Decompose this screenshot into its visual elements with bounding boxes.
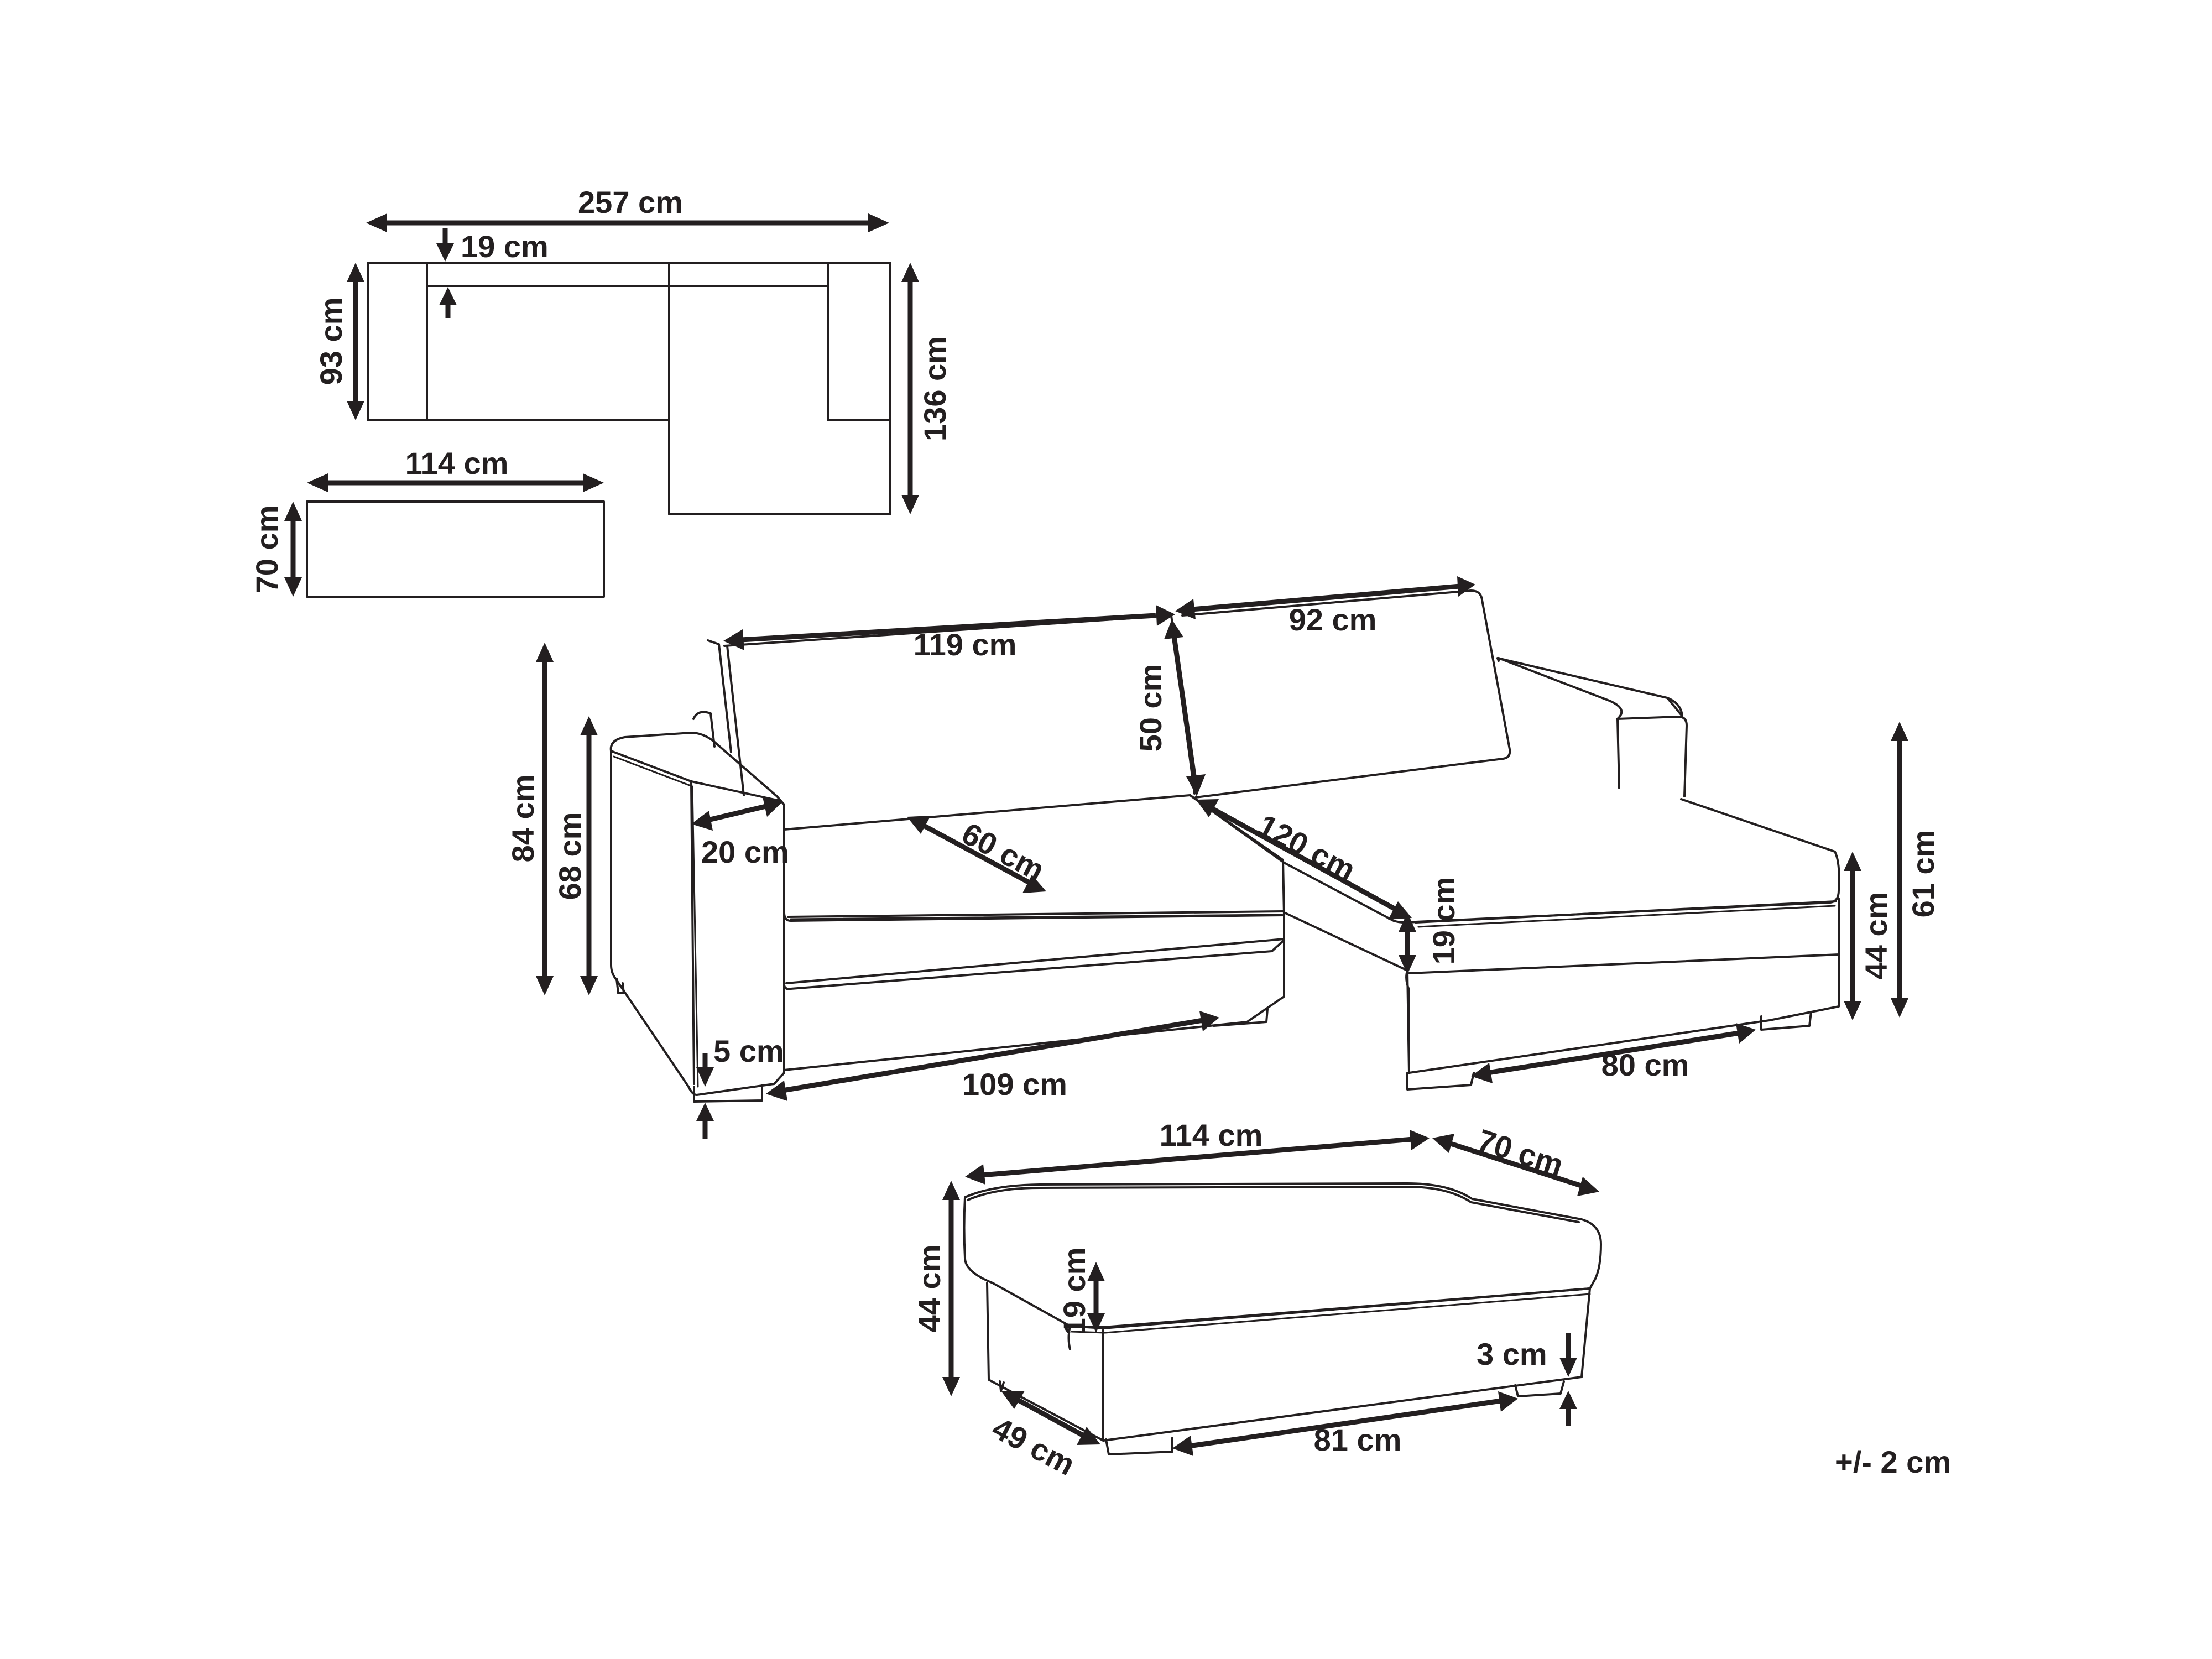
label-chaise-arm-height: 61 cm: [1906, 830, 1940, 918]
label-seat-height: 44 cm: [1859, 892, 1893, 980]
dim-total-width: [366, 213, 889, 232]
top-view-ottoman: [306, 500, 605, 598]
label-ottoman-cushion: 19 cm: [1057, 1248, 1092, 1335]
dim-seat-height: [1844, 852, 1861, 1020]
label-ottoman-depth: 70 cm: [1473, 1122, 1567, 1182]
dim-ottoman-inner-depth: [1001, 1391, 1100, 1445]
label-armrest-height: 68 cm: [552, 812, 587, 900]
dim-seat-depth: [907, 816, 1046, 893]
dim-ottoman-height: [942, 1181, 960, 1396]
label-armrest-width: 20 cm: [701, 834, 789, 869]
label-ottoman-top-depth: 70 cm: [249, 505, 284, 593]
label-ottoman-width: 114 cm: [1160, 1118, 1263, 1152]
label-ottoman-top-width: 114 cm: [405, 446, 509, 481]
dim-chaise-seat-length: [1196, 799, 1412, 920]
top-view-sofa: [367, 262, 891, 515]
label-seat-width: 109 cm: [962, 1067, 1067, 1102]
dim-left-cushion-width: [723, 605, 1175, 650]
dim-right-cushion-width: [1175, 576, 1475, 619]
label-chaise-width: 80 cm: [1601, 1047, 1689, 1082]
dim-back-cushion-height: [1164, 619, 1206, 796]
dim-ottoman-cushion: [1087, 1262, 1105, 1333]
dim-ottoman-top-width: [307, 473, 604, 492]
sofa-drawing: [609, 589, 1840, 1103]
label-sofa-depth: 93 cm: [314, 298, 348, 385]
label-right-cushion-width: 92 cm: [1289, 602, 1377, 637]
dim-ottoman-leg: [1559, 1333, 1577, 1426]
dim-ottoman-width: [965, 1130, 1430, 1185]
label-chaise-depth: 136 cm: [917, 336, 952, 441]
label-seat-depth: 60 cm: [956, 816, 1050, 888]
dim-total-height: [536, 643, 554, 995]
dim-chaise-arm-height: [1891, 722, 1908, 1018]
label-total-height: 84 cm: [505, 775, 540, 863]
dim-backrest-depth: [436, 228, 457, 318]
label-leg-height: 5 cm: [713, 1034, 784, 1068]
label-ottoman-leg: 3 cm: [1477, 1337, 1547, 1371]
dim-seat-cushion-thickness: [1399, 912, 1416, 974]
dim-ottoman-top-depth: [284, 502, 302, 597]
label-left-cushion-width: 119 cm: [914, 627, 1017, 662]
dim-ottoman-inner-width: [1172, 1391, 1518, 1456]
dim-ottoman-depth: [1432, 1134, 1599, 1196]
dim-sofa-depth: [347, 263, 364, 420]
dim-chaise-width: [1471, 1023, 1756, 1083]
label-ottoman-inner-width: 81 cm: [1314, 1422, 1402, 1457]
label-total-width: 257 cm: [578, 185, 683, 220]
dim-chaise-depth: [901, 263, 919, 514]
label-backrest-depth: 19 cm: [461, 229, 549, 264]
label-back-cushion-height: 50 cm: [1133, 664, 1168, 752]
dim-seat-width: [766, 1011, 1219, 1101]
label-seat-cushion-thickness: 19 cm: [1426, 877, 1461, 965]
dim-armrest-height: [580, 716, 598, 995]
dim-leg-height: [696, 1053, 714, 1139]
tolerance-note: +/- 2 cm: [1835, 1444, 1951, 1479]
ottoman-drawing: [963, 1182, 1602, 1455]
dim-armrest-width: [691, 797, 782, 831]
label-ottoman-height: 44 cm: [912, 1245, 947, 1333]
